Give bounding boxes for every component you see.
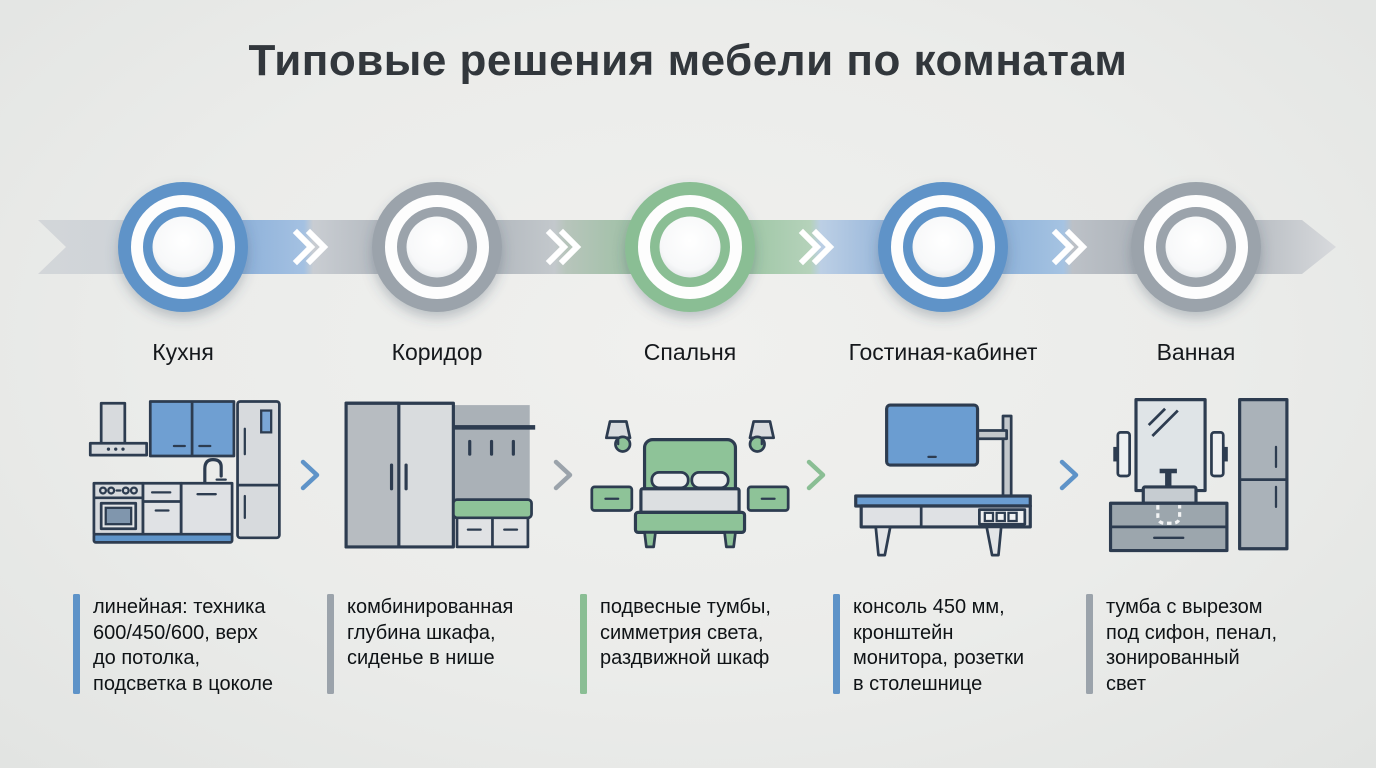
double-chevron-icon	[1051, 228, 1088, 266]
description-text: консоль 450 мм, кронштейн монитора, розе…	[853, 596, 1025, 695]
description-living-office: консоль 450 мм, кронштейн монитора, розе…	[833, 594, 1069, 697]
accent-bar	[73, 594, 80, 694]
timeline-ribbon	[38, 182, 1336, 312]
description-text: тумба с вырезом под сифон, пенал, зониро…	[1106, 596, 1277, 695]
accent-bar	[327, 594, 334, 694]
bedroom-illustration	[590, 420, 790, 549]
description-bathroom: тумба с вырезом под сифон, пенал, зониро…	[1086, 594, 1322, 697]
room-label-bedroom: Спальня	[643, 339, 737, 365]
kitchen-step-marker	[118, 182, 248, 312]
accent-bar	[1086, 594, 1093, 694]
room-label-corridor: Коридор	[391, 339, 483, 365]
chevron-right-icon	[806, 459, 826, 491]
description-bedroom: подвесные тумбы, симметрия света, раздви…	[580, 594, 816, 694]
corridor-step-marker	[372, 182, 502, 312]
description-corridor: комбинированная глубина шкафа, сиденье в…	[327, 594, 563, 694]
bathroom-step-marker	[1131, 182, 1261, 312]
bedroom-step-marker	[625, 182, 755, 312]
room-label-kitchen: Кухня	[152, 339, 214, 365]
double-chevron-icon	[798, 228, 835, 266]
kitchen-illustration	[88, 400, 281, 544]
living-office-step-marker	[878, 182, 1008, 312]
corridor-illustration	[344, 401, 536, 549]
chevron-right-icon	[300, 459, 320, 491]
description-text: комбинированная глубина шкафа, сиденье в…	[347, 596, 514, 669]
accent-bar	[580, 594, 587, 694]
accent-bar	[833, 594, 840, 694]
description-text: линейная: техника 600/450/600, верх до п…	[93, 596, 274, 695]
chevron-right-icon	[1059, 459, 1079, 491]
double-chevron-icon	[545, 228, 582, 266]
description-text: подвесные тумбы, симметрия света, раздви…	[600, 596, 771, 669]
living-office-illustration	[854, 403, 1032, 557]
room-label-bathroom: Ванная	[1156, 339, 1236, 365]
bathroom-illustration	[1108, 398, 1289, 553]
chevron-right-icon	[553, 459, 573, 491]
double-chevron-icon	[292, 228, 329, 266]
page-title: Типовые решения мебели по комнатам	[248, 36, 1128, 85]
room-label-living-office: Гостиная-кабинет	[848, 339, 1038, 365]
description-kitchen: линейная: техника 600/450/600, верх до п…	[73, 594, 309, 697]
